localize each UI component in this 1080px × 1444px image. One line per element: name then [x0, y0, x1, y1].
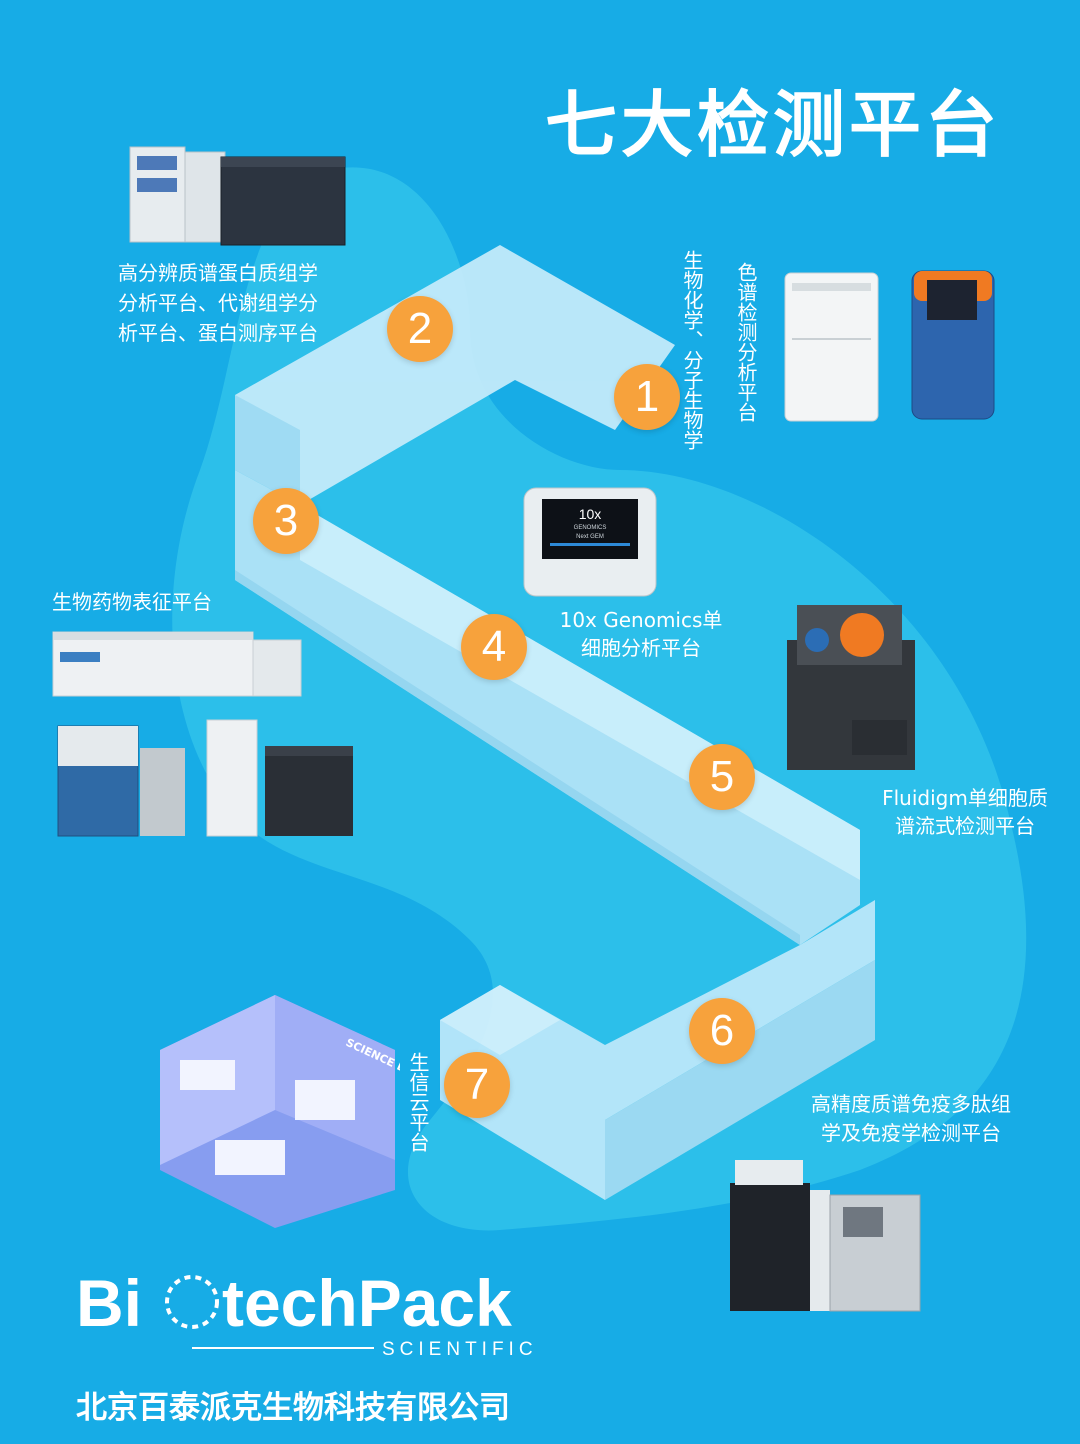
platform-5-label: Fluidigm单细胞质 谱流式检测平台	[882, 786, 1048, 838]
logo-techpack: techPack	[222, 1266, 512, 1340]
mass-spec-instrument-image	[129, 146, 346, 246]
company-name: 北京百泰派克生物科技有限公司	[76, 1390, 510, 1426]
platform-2-label: 高分辨质谱蛋白质组学 分析平台、代谢组学分 析平台、蛋白测序平台	[118, 261, 318, 345]
platform-1-extra-label: 生物化学、分子生物学	[680, 250, 704, 450]
fluidigm-instrument-image	[787, 605, 915, 770]
platform-4-label: 10x Genomics单 细胞分析平台	[559, 608, 723, 660]
biotechpack-logo: Bi techPack SCIENTIFIC	[76, 1266, 538, 1360]
step-badge-6: 6	[689, 998, 755, 1064]
platform-7-label: 生信云平台	[406, 1052, 430, 1152]
logo-bi: Bi	[76, 1266, 142, 1340]
step-badge-3: 3	[253, 488, 319, 554]
chromatography-instrument-image	[784, 270, 995, 422]
10x-genomics-instrument-image: 10x GENOMICS Next GEM	[523, 487, 657, 597]
logo-sub: SCIENTIFIC	[382, 1339, 538, 1360]
bioinformatics-lab-illustration: SCIENCE LABORATORY	[160, 995, 400, 1228]
logo-ring-icon	[165, 1275, 219, 1329]
page-title: 七大检测平台	[545, 83, 1002, 167]
screen-sub: GENOMICS	[574, 525, 607, 531]
step-badge-2: 2	[387, 296, 453, 362]
platform-6-label: 高精度质谱免疫多肽组 学及免疫学检测平台	[811, 1092, 1011, 1145]
platform-1-label: 色谱检测分析平台	[734, 262, 758, 422]
screen-brand: 10x	[579, 506, 602, 522]
step-badge-1: 1	[614, 364, 680, 430]
screen-model: Next GEM	[576, 534, 604, 540]
platform-3-label: 生物药物表征平台	[52, 590, 212, 614]
biopharma-instruments-image	[57, 719, 353, 837]
step-badge-5: 5	[689, 744, 755, 810]
step-badge-4: 4	[461, 614, 527, 680]
high-precision-mass-spec-image	[730, 1160, 921, 1312]
step-badge-7: 7	[444, 1052, 510, 1118]
spectrometer-instrument-image	[52, 631, 302, 697]
